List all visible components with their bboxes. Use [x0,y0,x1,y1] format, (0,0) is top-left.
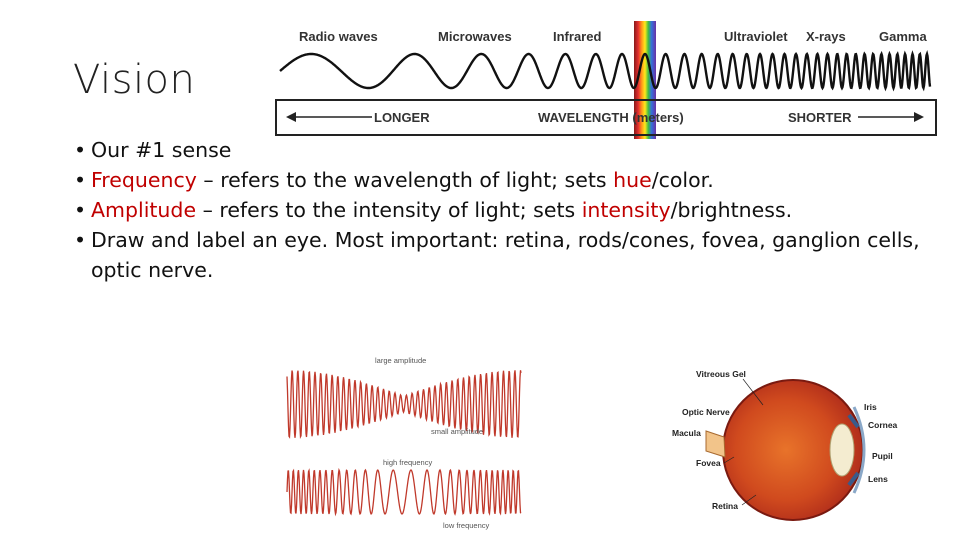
amplitude-wave [286,370,522,439]
bullet-text: Amplitude – refers to the intensity of l… [91,198,793,222]
pointer-vitreous [742,378,764,406]
wavelength-box [275,99,937,136]
label-lens: Lens [868,474,888,484]
spectrum-diagram: Radio waves Microwaves Infrared Ultravio… [275,21,937,139]
label-infrared: Infrared [553,29,601,44]
label-high-frequency: high frequency [383,458,432,467]
label-microwaves: Microwaves [438,29,512,44]
term-hue: hue [613,168,652,192]
label-low-frequency: low frequency [443,521,490,530]
label-vitreous-gel: Vitreous Gel [696,369,746,379]
eye-diagram: Vitreous Gel Optic Nerve Macula Fovea Re… [672,369,898,521]
label-retina: Retina [712,501,738,511]
label-gamma: Gamma [879,29,927,44]
term-intensity: intensity [581,198,671,222]
label-pupil: Pupil [872,451,893,461]
bullet-item: •Amplitude – refers to the intensity of … [74,198,793,222]
term-frequency: Frequency [91,168,197,192]
iris [847,413,860,487]
visible-light-band [634,21,656,139]
bullet-text: Draw and label an eye. Most important: r… [91,228,920,282]
bullet-text: Our #1 sense [91,138,232,162]
label-longer: LONGER [374,110,430,125]
bullet-item: •Our #1 sense [74,138,232,162]
label-small-amplitude: small amplitude [431,427,483,436]
bullet-text: Frequency – refers to the wavelength of … [91,168,714,192]
cornea [852,406,866,494]
amplitude-frequency-diagram: large amplitude small amplitude high fre… [286,356,522,530]
pointer-retina [741,494,757,506]
label-x-rays: X-rays [806,29,846,44]
label-macula: Macula [672,428,701,438]
label-radio-waves: Radio waves [299,29,378,44]
bullet-list: •Our #1 sense •Frequency – refers to the… [74,135,944,285]
label-cornea: Cornea [868,420,898,430]
label-optic-nerve: Optic Nerve [682,407,730,417]
label-fovea: Fovea [696,458,721,468]
label-shorter: SHORTER [788,110,852,125]
bullet-item: •Frequency – refers to the wavelength of… [74,168,714,192]
slide-title: Vision [73,57,196,103]
label-wavelength: WAVELENGTH (meters) [538,110,684,125]
bullet-item: •Draw and label an eye. Most important: … [74,228,920,282]
em-wave [279,50,932,92]
label-ultraviolet: Ultraviolet [724,29,788,44]
frequency-wave [286,467,522,517]
left-arrow-head [286,112,296,122]
label-iris: Iris [864,402,877,412]
lens [829,423,855,477]
term-amplitude: Amplitude [91,198,197,222]
right-arrow-head [914,112,924,122]
optic-nerve [705,430,726,458]
pointer-fovea [723,456,735,464]
label-large-amplitude: large amplitude [375,356,426,365]
